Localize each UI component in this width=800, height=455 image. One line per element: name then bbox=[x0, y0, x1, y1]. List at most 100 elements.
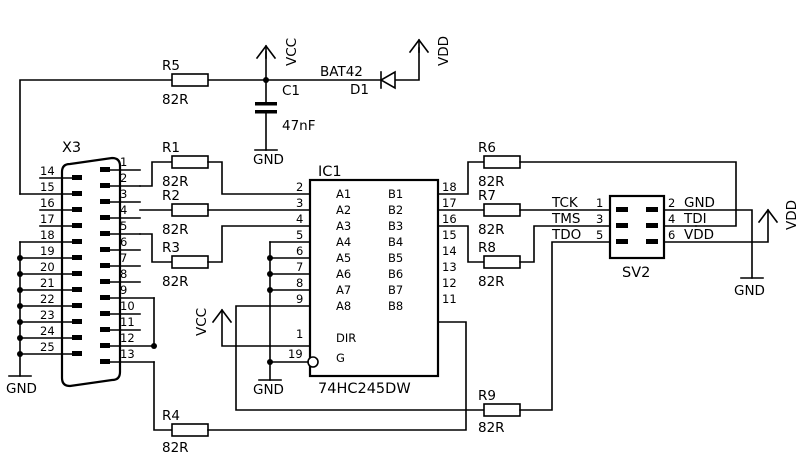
x3-pin-13: 13 bbox=[100, 347, 155, 364]
svg-text:15: 15 bbox=[40, 180, 55, 194]
svg-text:B8: B8 bbox=[388, 299, 403, 313]
x3-pin-6: 6 bbox=[100, 235, 141, 252]
gnd-label-c1: GND bbox=[253, 152, 284, 168]
svg-text:B4: B4 bbox=[388, 235, 403, 249]
svg-text:4: 4 bbox=[296, 212, 303, 226]
svg-text:2: 2 bbox=[668, 196, 675, 210]
svg-text:3: 3 bbox=[596, 212, 603, 226]
svg-text:1: 1 bbox=[596, 196, 603, 210]
svg-text:3: 3 bbox=[120, 187, 127, 201]
r7-name: R7 bbox=[478, 188, 496, 204]
gnd-symbol-c1: GND bbox=[253, 149, 284, 168]
svg-text:16: 16 bbox=[40, 196, 55, 210]
svg-text:10: 10 bbox=[120, 299, 135, 313]
ic1-74hc245: IC1 74HC245DW A1 A2 A3 A4 A5 A6 A7 A8 DI… bbox=[288, 164, 457, 397]
r9-name: R9 bbox=[478, 388, 496, 404]
capacitor-c1: C1 47nF bbox=[255, 83, 316, 134]
x3-pin-16: 16 bbox=[39, 196, 82, 212]
svg-text:22: 22 bbox=[40, 292, 55, 306]
d1-part: BAT42 bbox=[320, 64, 363, 80]
svg-text:21: 21 bbox=[40, 276, 55, 290]
x3-gnd-bus: GND bbox=[6, 241, 37, 397]
c1-value: 47nF bbox=[282, 118, 316, 134]
x3-pin-23: 23 bbox=[19, 308, 82, 324]
resistor-r2: R2 82R bbox=[139, 188, 311, 238]
x3-pin-12: 12 bbox=[100, 331, 155, 348]
vcc-symbol-dir: VCC bbox=[194, 308, 311, 347]
svg-text:4: 4 bbox=[668, 212, 675, 226]
svg-text:7: 7 bbox=[120, 251, 127, 265]
svg-text:A7: A7 bbox=[336, 283, 351, 297]
svg-text:2: 2 bbox=[296, 180, 303, 194]
x3-pin9-pin12-bridge bbox=[151, 297, 157, 349]
svg-text:2: 2 bbox=[120, 171, 127, 185]
header-sv2: SV2 TCK TMS TDO 1 3 5 2 4 6 GND TDI VDD bbox=[551, 194, 715, 281]
svg-text:4: 4 bbox=[120, 203, 127, 217]
svg-text:11: 11 bbox=[120, 315, 135, 329]
x3-pin-2: 2 bbox=[100, 171, 141, 188]
svg-text:1: 1 bbox=[296, 327, 303, 341]
svg-text:A8: A8 bbox=[336, 299, 351, 313]
resistor-r5: R5 82R bbox=[162, 58, 209, 108]
x3-pin-20: 20 bbox=[19, 260, 82, 276]
svg-text:17: 17 bbox=[442, 196, 457, 210]
svg-text:TDI: TDI bbox=[683, 211, 707, 227]
sv2-name: SV2 bbox=[622, 265, 650, 281]
svg-text:23: 23 bbox=[40, 308, 55, 322]
gnd-label-x3: GND bbox=[6, 381, 37, 397]
svg-text:8: 8 bbox=[296, 276, 303, 290]
vdd-symbol-top: VDD bbox=[408, 36, 452, 66]
x3-pin-25: 25 bbox=[19, 340, 82, 356]
sv2-gnd-wire: GND bbox=[663, 209, 765, 299]
gnd-label-sv2: GND bbox=[734, 283, 765, 299]
resistor-r4: R4 82R bbox=[153, 321, 467, 455]
svg-text:B3: B3 bbox=[388, 219, 403, 233]
x3-pin-1: 1 bbox=[100, 155, 141, 172]
c1-name: C1 bbox=[282, 83, 300, 99]
r5-value: 82R bbox=[162, 92, 189, 108]
r1-name: R1 bbox=[162, 140, 180, 156]
x3-pin-24: 24 bbox=[19, 324, 82, 340]
r7-value: 82R bbox=[478, 222, 505, 238]
svg-text:9: 9 bbox=[296, 292, 303, 306]
svg-text:9: 9 bbox=[120, 283, 127, 297]
svg-text:7: 7 bbox=[296, 260, 303, 274]
svg-text:5: 5 bbox=[120, 219, 127, 233]
vcc-label-dir: VCC bbox=[194, 308, 210, 336]
connector-x3: X3 bbox=[60, 140, 122, 388]
svg-text:16: 16 bbox=[442, 212, 457, 226]
vdd-label-right: VDD bbox=[784, 200, 800, 230]
x3-pin-3: 3 bbox=[100, 187, 141, 204]
r9-value: 82R bbox=[478, 420, 505, 436]
svg-text:13: 13 bbox=[120, 347, 135, 361]
resistor-r6: R6 82R bbox=[437, 140, 737, 227]
svg-text:5: 5 bbox=[296, 228, 303, 242]
vdd-label-top: VDD bbox=[436, 36, 452, 66]
x3-pin-17: 17 bbox=[39, 212, 82, 228]
svg-text:5: 5 bbox=[596, 228, 603, 242]
resistor-r1: R1 82R bbox=[139, 140, 311, 195]
r6-value: 82R bbox=[478, 174, 505, 190]
svg-text:8: 8 bbox=[120, 267, 127, 281]
x3-pin-14: 14 bbox=[39, 164, 82, 180]
svg-text:VDD: VDD bbox=[684, 227, 714, 243]
svg-text:A2: A2 bbox=[336, 203, 351, 217]
wire-top bbox=[19, 47, 420, 195]
svg-text:12: 12 bbox=[120, 331, 135, 345]
x3-pin-11: 11 bbox=[100, 315, 141, 332]
ic1-part: 74HC245DW bbox=[318, 381, 411, 397]
x3-pin-15: 15 bbox=[19, 180, 82, 196]
junction-dot bbox=[263, 77, 269, 83]
ic1-gnd-tie: GND bbox=[253, 241, 311, 398]
x3-pin-9: 9 bbox=[100, 283, 155, 300]
svg-text:B1: B1 bbox=[388, 187, 403, 201]
r1-value: 82R bbox=[162, 174, 189, 190]
svg-text:19: 19 bbox=[288, 347, 303, 361]
ic1-name: IC1 bbox=[318, 164, 342, 180]
resistor-r9: R9 82R bbox=[478, 241, 611, 436]
svg-text:13: 13 bbox=[442, 260, 457, 274]
r5-name: R5 bbox=[162, 58, 180, 74]
svg-text:15: 15 bbox=[442, 228, 457, 242]
svg-text:G: G bbox=[336, 351, 345, 365]
